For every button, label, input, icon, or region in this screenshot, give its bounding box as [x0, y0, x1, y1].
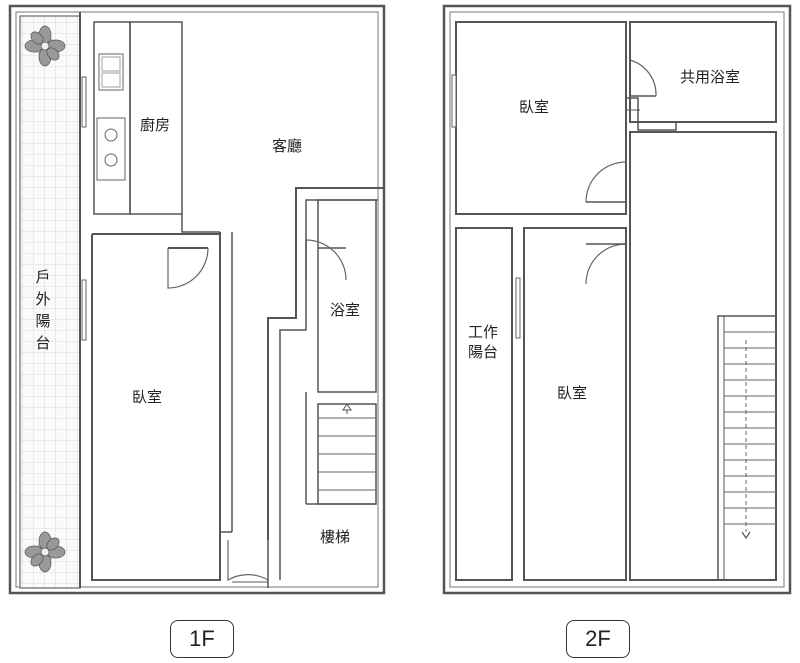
entrance-door [227, 540, 269, 582]
kitchen-label: 廚房 [140, 116, 171, 134]
floor2-plan [442, 4, 792, 595]
floor1-plan [8, 4, 386, 595]
bathroom-1f-label: 浴室 [330, 301, 361, 319]
stove-icon [96, 117, 126, 181]
bedroom-1f-label: 臥室 [132, 388, 163, 406]
floor1-outer-wall [8, 4, 386, 595]
bedroom-1f-door [167, 247, 209, 289]
bedroom-window [81, 279, 87, 341]
stairs-up-arrow-icon [342, 403, 352, 411]
bedroom-2f-top-label: 臥室 [519, 98, 550, 116]
shared-bath-door [629, 59, 657, 97]
stairs-down-arrow-icon [741, 531, 751, 540]
kitchen-window [81, 76, 87, 128]
bathroom-1f-door [305, 239, 347, 281]
shared-bath-wall [629, 21, 777, 123]
bedroom-2f-top-window [451, 74, 457, 128]
bedroom-2f-bottom-wall [523, 227, 627, 581]
bedroom-1f-wall [91, 233, 221, 581]
bedroom-2f-bottom-label: 臥室 [557, 384, 588, 402]
floor2-outer-wall [442, 4, 792, 595]
kitchen-area-wall [129, 21, 183, 215]
bedroom-2f-bottom-door [585, 243, 627, 285]
floor2-inner-wall-line [449, 11, 785, 588]
work-balcony-label: 工作陽台 [467, 323, 498, 361]
living-room-label: 客廳 [272, 137, 303, 155]
balcony-label: 戶外陽台 [35, 268, 51, 352]
work-balcony-window [515, 277, 521, 339]
void-area-wall [629, 131, 777, 581]
stairs-2f [717, 315, 777, 581]
flower-icon-top [24, 25, 66, 67]
stairs-1f-label: 樓梯 [320, 528, 351, 546]
bathroom-1f-wall [317, 199, 377, 393]
shared-bath-label: 共用浴室 [680, 68, 741, 86]
bedroom-2f-top-door [585, 161, 627, 203]
bedroom-2f-top-wall [455, 21, 627, 215]
work-balcony-wall [455, 227, 513, 581]
floor1-tag: 1F [170, 620, 234, 658]
balcony-tile-area [19, 15, 81, 589]
flower-icon-bottom [24, 531, 66, 573]
floor2-tag: 2F [566, 620, 630, 658]
floor1-inner-wall-line [15, 11, 379, 588]
